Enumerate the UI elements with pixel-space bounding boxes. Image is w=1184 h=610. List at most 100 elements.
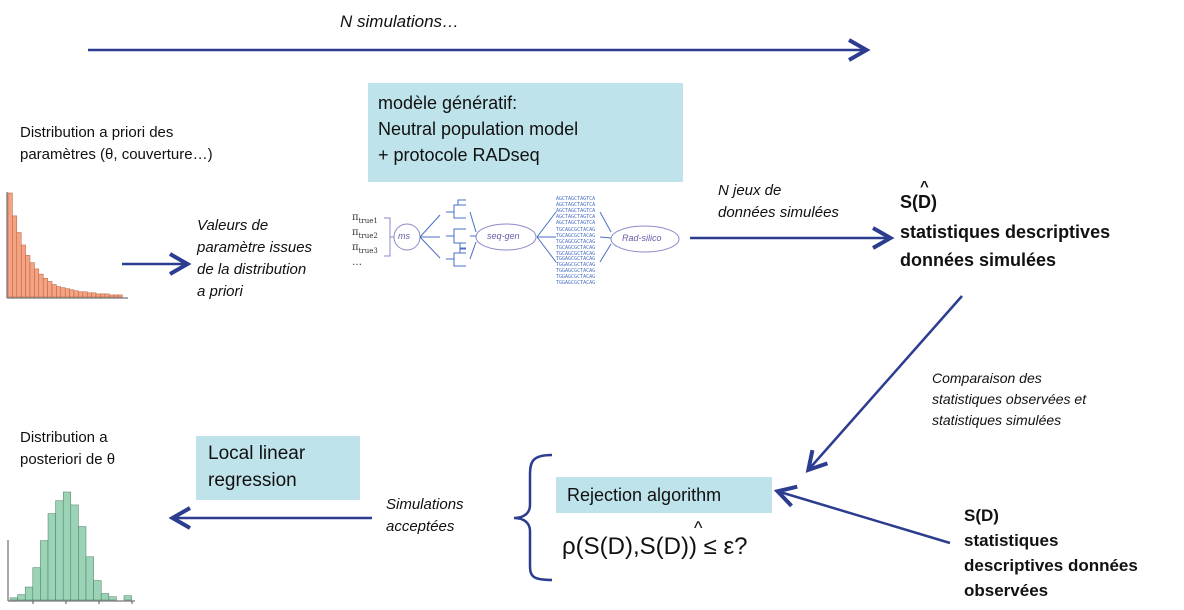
prior-line-1: Distribution a priori des — [20, 124, 174, 141]
prior-bar — [51, 284, 57, 298]
obs-stats-line-4: observées — [964, 581, 1049, 600]
prior-bar — [38, 273, 44, 298]
sim-stats-line-2: données simulées — [900, 250, 1057, 270]
prior-bar — [95, 293, 101, 298]
comparison-line-1: Comparaison des — [932, 370, 1042, 386]
obs-stats-line-2: statistiques — [964, 531, 1059, 550]
comparison-label: Comparaison des statistiques observées e… — [932, 368, 1086, 431]
comparison-line-3: statistiques simulées — [932, 412, 1062, 428]
pi-label-4: … — [352, 257, 362, 268]
rad-silico-node-label: Rad-silico — [622, 233, 662, 243]
seq-gen-node-label: seq-gen — [487, 231, 520, 241]
prior-bar — [20, 244, 26, 298]
simulated-stats-label: statistiques descriptives données simulé… — [900, 218, 1110, 274]
prior-bar — [108, 294, 114, 298]
prior-bar — [78, 291, 84, 298]
pi-label-3: πtrue3 — [352, 242, 378, 255]
param-values-label: Valeurs de paramètre issues de la distri… — [197, 215, 312, 303]
datasets-line-1: N jeux de — [718, 182, 782, 199]
regression-line-1: Local linear — [208, 443, 306, 464]
posterior-bar — [100, 593, 110, 601]
simulation-pipeline — [384, 199, 680, 267]
rejection-algorithm-box: Rejection algorithm — [556, 477, 772, 513]
param-line-4: a priori — [197, 283, 243, 300]
param-line-3: de la distribution — [197, 261, 307, 278]
posterior-bar — [70, 504, 79, 601]
param-line-2: paramètre issues — [197, 239, 313, 256]
posterior-line-2: posteriori de θ — [20, 451, 116, 468]
rejection-formula: ρ(S(D),S(D)) ≤ ε? — [562, 533, 748, 560]
obs-stats-line-3: descriptives données — [964, 556, 1138, 575]
ms-node-label: ms — [398, 231, 410, 241]
simulated-stats-symbol: S(D) — [900, 192, 937, 213]
accepted-line-1: Simulations — [386, 496, 464, 513]
posterior-histogram — [7, 491, 135, 604]
prior-bar — [113, 294, 119, 298]
prior-bar — [12, 215, 18, 298]
local-linear-regression-box: Local linear regression — [196, 436, 360, 500]
sim-stats-hat: ^ — [920, 178, 929, 195]
prior-bar — [100, 293, 106, 298]
prior-distribution-label: Distribution a priori des paramètres (θ,… — [20, 122, 213, 166]
prior-bar — [91, 292, 97, 298]
seq-gen-node — [475, 223, 537, 251]
regression-line-2: regression — [208, 470, 297, 491]
posterior-bar — [40, 540, 49, 601]
prior-bar — [42, 278, 48, 298]
prior-histogram — [6, 192, 128, 299]
prior-line-2: paramètres (θ, couverture…) — [20, 146, 213, 163]
rad-silico-node — [610, 225, 680, 253]
datasets-line-2: données simulées — [718, 204, 839, 221]
posterior-line-1: Distribution a — [20, 429, 108, 446]
prior-bar — [56, 286, 62, 298]
observed-stats-label: S(D) statistiques descriptives données o… — [964, 503, 1138, 603]
rejection-algorithm-title: Rejection algorithm — [567, 485, 722, 505]
n-simulations-label: N simulations… — [340, 12, 460, 31]
rejection-formula-hat: ^ — [694, 518, 703, 538]
prior-bar — [86, 292, 92, 298]
generative-line-2: Neutral population model — [378, 119, 579, 139]
posterior-bar — [93, 580, 102, 601]
prior-bar — [73, 290, 79, 298]
prior-bar — [64, 288, 70, 298]
accepted-simulations-label: Simulations acceptées — [386, 494, 464, 538]
posterior-bar — [9, 597, 18, 601]
comparison-line-2: statistiques observées et — [932, 391, 1087, 407]
posterior-bar — [62, 491, 72, 601]
prior-bar — [82, 291, 88, 298]
posterior-bar — [123, 595, 132, 601]
curly-brace — [513, 453, 553, 582]
prior-bar — [34, 268, 40, 298]
param-line-1: Valeurs de — [197, 217, 269, 234]
generative-line-1: modèle génératif: — [378, 93, 518, 113]
sim-stats-line-1: statistiques descriptives — [900, 222, 1111, 242]
prior-bar — [117, 294, 123, 298]
prior-bar — [7, 192, 13, 298]
accepted-line-2: acceptées — [386, 518, 455, 535]
posterior-bar — [85, 556, 94, 601]
prior-bar — [60, 287, 66, 298]
prior-bar — [16, 232, 22, 298]
posterior-distribution-label: Distribution a posteriori de θ — [20, 427, 115, 471]
prior-bar — [69, 289, 75, 298]
obs-stats-line-1: S(D) — [964, 506, 999, 525]
posterior-bar — [55, 500, 64, 601]
posterior-bar — [47, 513, 56, 601]
pi-label-2: πtrue2 — [352, 227, 378, 240]
generative-line-3: + protocole RADseq — [378, 145, 540, 165]
observed-to-rejection-arrow — [773, 484, 951, 545]
sim-stats-symbol-text: S(D) — [900, 192, 937, 212]
posterior-bar — [108, 596, 117, 601]
pi-label-1: πtrue1 — [352, 212, 378, 225]
generative-model-box: modèle génératif: Neutral population mod… — [368, 83, 683, 182]
prior-bar — [29, 262, 35, 298]
posterior-bar — [78, 526, 87, 601]
prior-bar — [104, 293, 110, 298]
simulated-datasets-label: N jeux de données simulées — [718, 180, 839, 224]
posterior-bar — [32, 567, 41, 601]
prior-bar — [47, 281, 53, 298]
